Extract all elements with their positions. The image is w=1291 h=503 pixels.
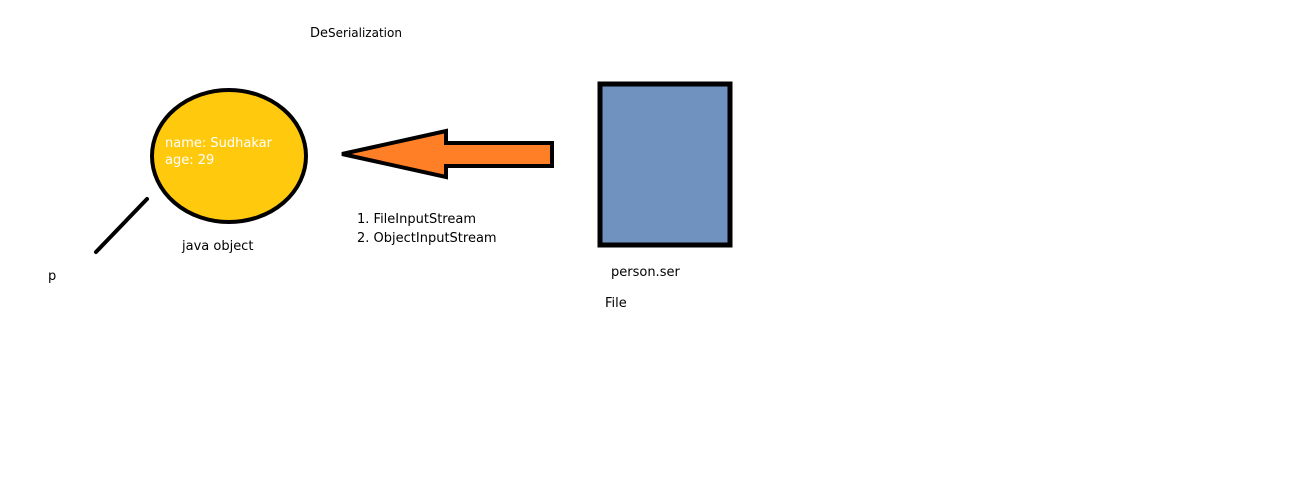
handle-line — [94, 197, 149, 254]
step-file-input-stream: 1. FileInputStream — [357, 212, 476, 227]
title-rest: Serialization — [328, 26, 402, 40]
p-label: p — [48, 269, 57, 284]
diagram-title: DeSerialization — [310, 24, 402, 43]
object-name-field: name: Sudhakar — [165, 136, 272, 151]
title-prefix: De — [310, 26, 329, 41]
file-label: File — [605, 296, 627, 311]
java-object-label: java object — [182, 239, 254, 254]
java-object-circle — [150, 88, 308, 224]
left-arrow — [341, 128, 554, 180]
step-object-input-stream: 2. ObjectInputStream — [357, 231, 497, 246]
file-rectangle — [597, 81, 733, 248]
file-name-label: person.ser — [611, 265, 680, 280]
object-age-field: age: 29 — [165, 153, 215, 168]
